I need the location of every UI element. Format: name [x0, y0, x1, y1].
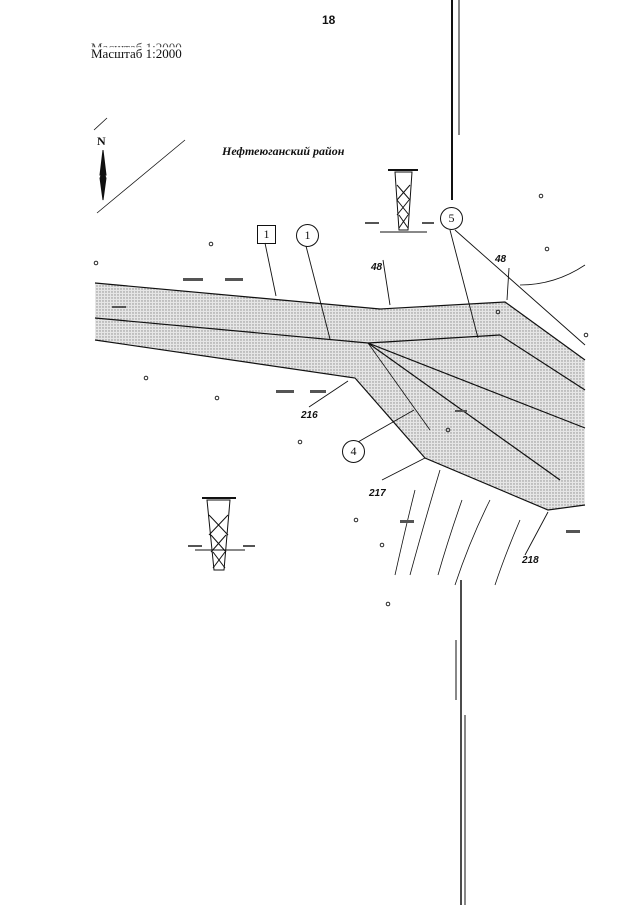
tower-symbol-south: [195, 497, 245, 571]
corridor-upper-boundary: [94, 282, 586, 361]
district-name: Нефтеюганский район: [222, 144, 345, 158]
point-label-218: 218: [522, 555, 539, 566]
minor-annotations: [112, 222, 580, 547]
page-number: 18: [322, 13, 336, 27]
outgoing-lines: [394, 264, 586, 586]
sheet-margin-lines: [451, 0, 466, 905]
point-label-217: 217: [369, 488, 386, 499]
point-label-48-right: 48: [495, 254, 507, 265]
scale-label: Масштаб 1:2000: [91, 46, 182, 61]
inner-corridor-edge: [499, 334, 586, 391]
marker-circle-4: 4: [342, 440, 365, 463]
right-of-way-corridor: [95, 283, 585, 510]
centerline-1: [94, 317, 369, 344]
marker-square-1: 1: [257, 225, 276, 244]
scale-label-duplicate: Масштаб 1:2000: [91, 40, 182, 55]
north-arrow-letter: N: [97, 134, 106, 148]
tower-symbol-north: [380, 169, 427, 233]
point-label-216: 216: [301, 410, 318, 421]
marker-circle-5: 5: [440, 207, 463, 230]
corridor-boundaries: [94, 282, 586, 511]
point-label-48-left: 48: [371, 262, 383, 273]
north-arrow: [93, 117, 186, 214]
centerline-branch-a: [367, 342, 586, 429]
survey-points: [93, 193, 589, 607]
marker-circle-1: 1: [296, 224, 319, 247]
leader-lines: [264, 229, 586, 556]
